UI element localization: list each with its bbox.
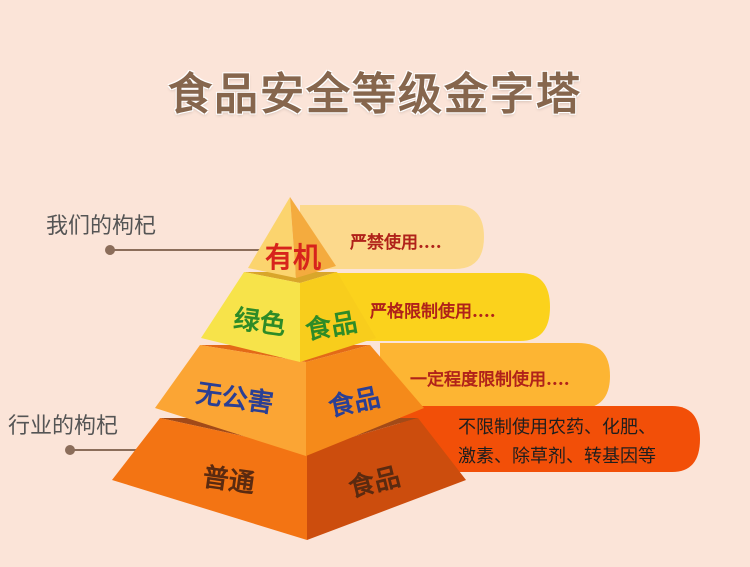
page-title: 食品安全等级金字塔	[168, 69, 582, 120]
band-organic	[300, 205, 484, 269]
tier-pollution-free-description: 一定程度限制使用....	[410, 370, 570, 390]
band-green	[330, 273, 550, 341]
band-pollution-free	[380, 343, 610, 409]
tier-green-description: 严格限制使用....	[370, 302, 496, 322]
tier-bands	[300, 205, 700, 472]
tier-organic-label: 有机	[265, 241, 322, 274]
tier-ordinary-description-line2: 激素、除草剂、转基因等	[458, 446, 656, 467]
tier-organic-description: 严禁使用....	[350, 233, 442, 253]
label-industry-goji: 行业的枸杞	[8, 414, 119, 439]
label-our-goji: 我们的枸杞	[46, 214, 157, 239]
tier-ordinary-left-label: 普通	[200, 462, 257, 500]
band-ordinary	[400, 406, 700, 472]
tier-ordinary-description-line1: 不限制使用农药、化肥、	[458, 417, 656, 438]
tier-green	[201, 272, 376, 362]
connector-dot-industry	[65, 445, 75, 455]
tier-green-left-label: 绿色	[231, 304, 288, 342]
connector-dot-ours	[105, 245, 115, 255]
tier-organic	[248, 197, 336, 278]
